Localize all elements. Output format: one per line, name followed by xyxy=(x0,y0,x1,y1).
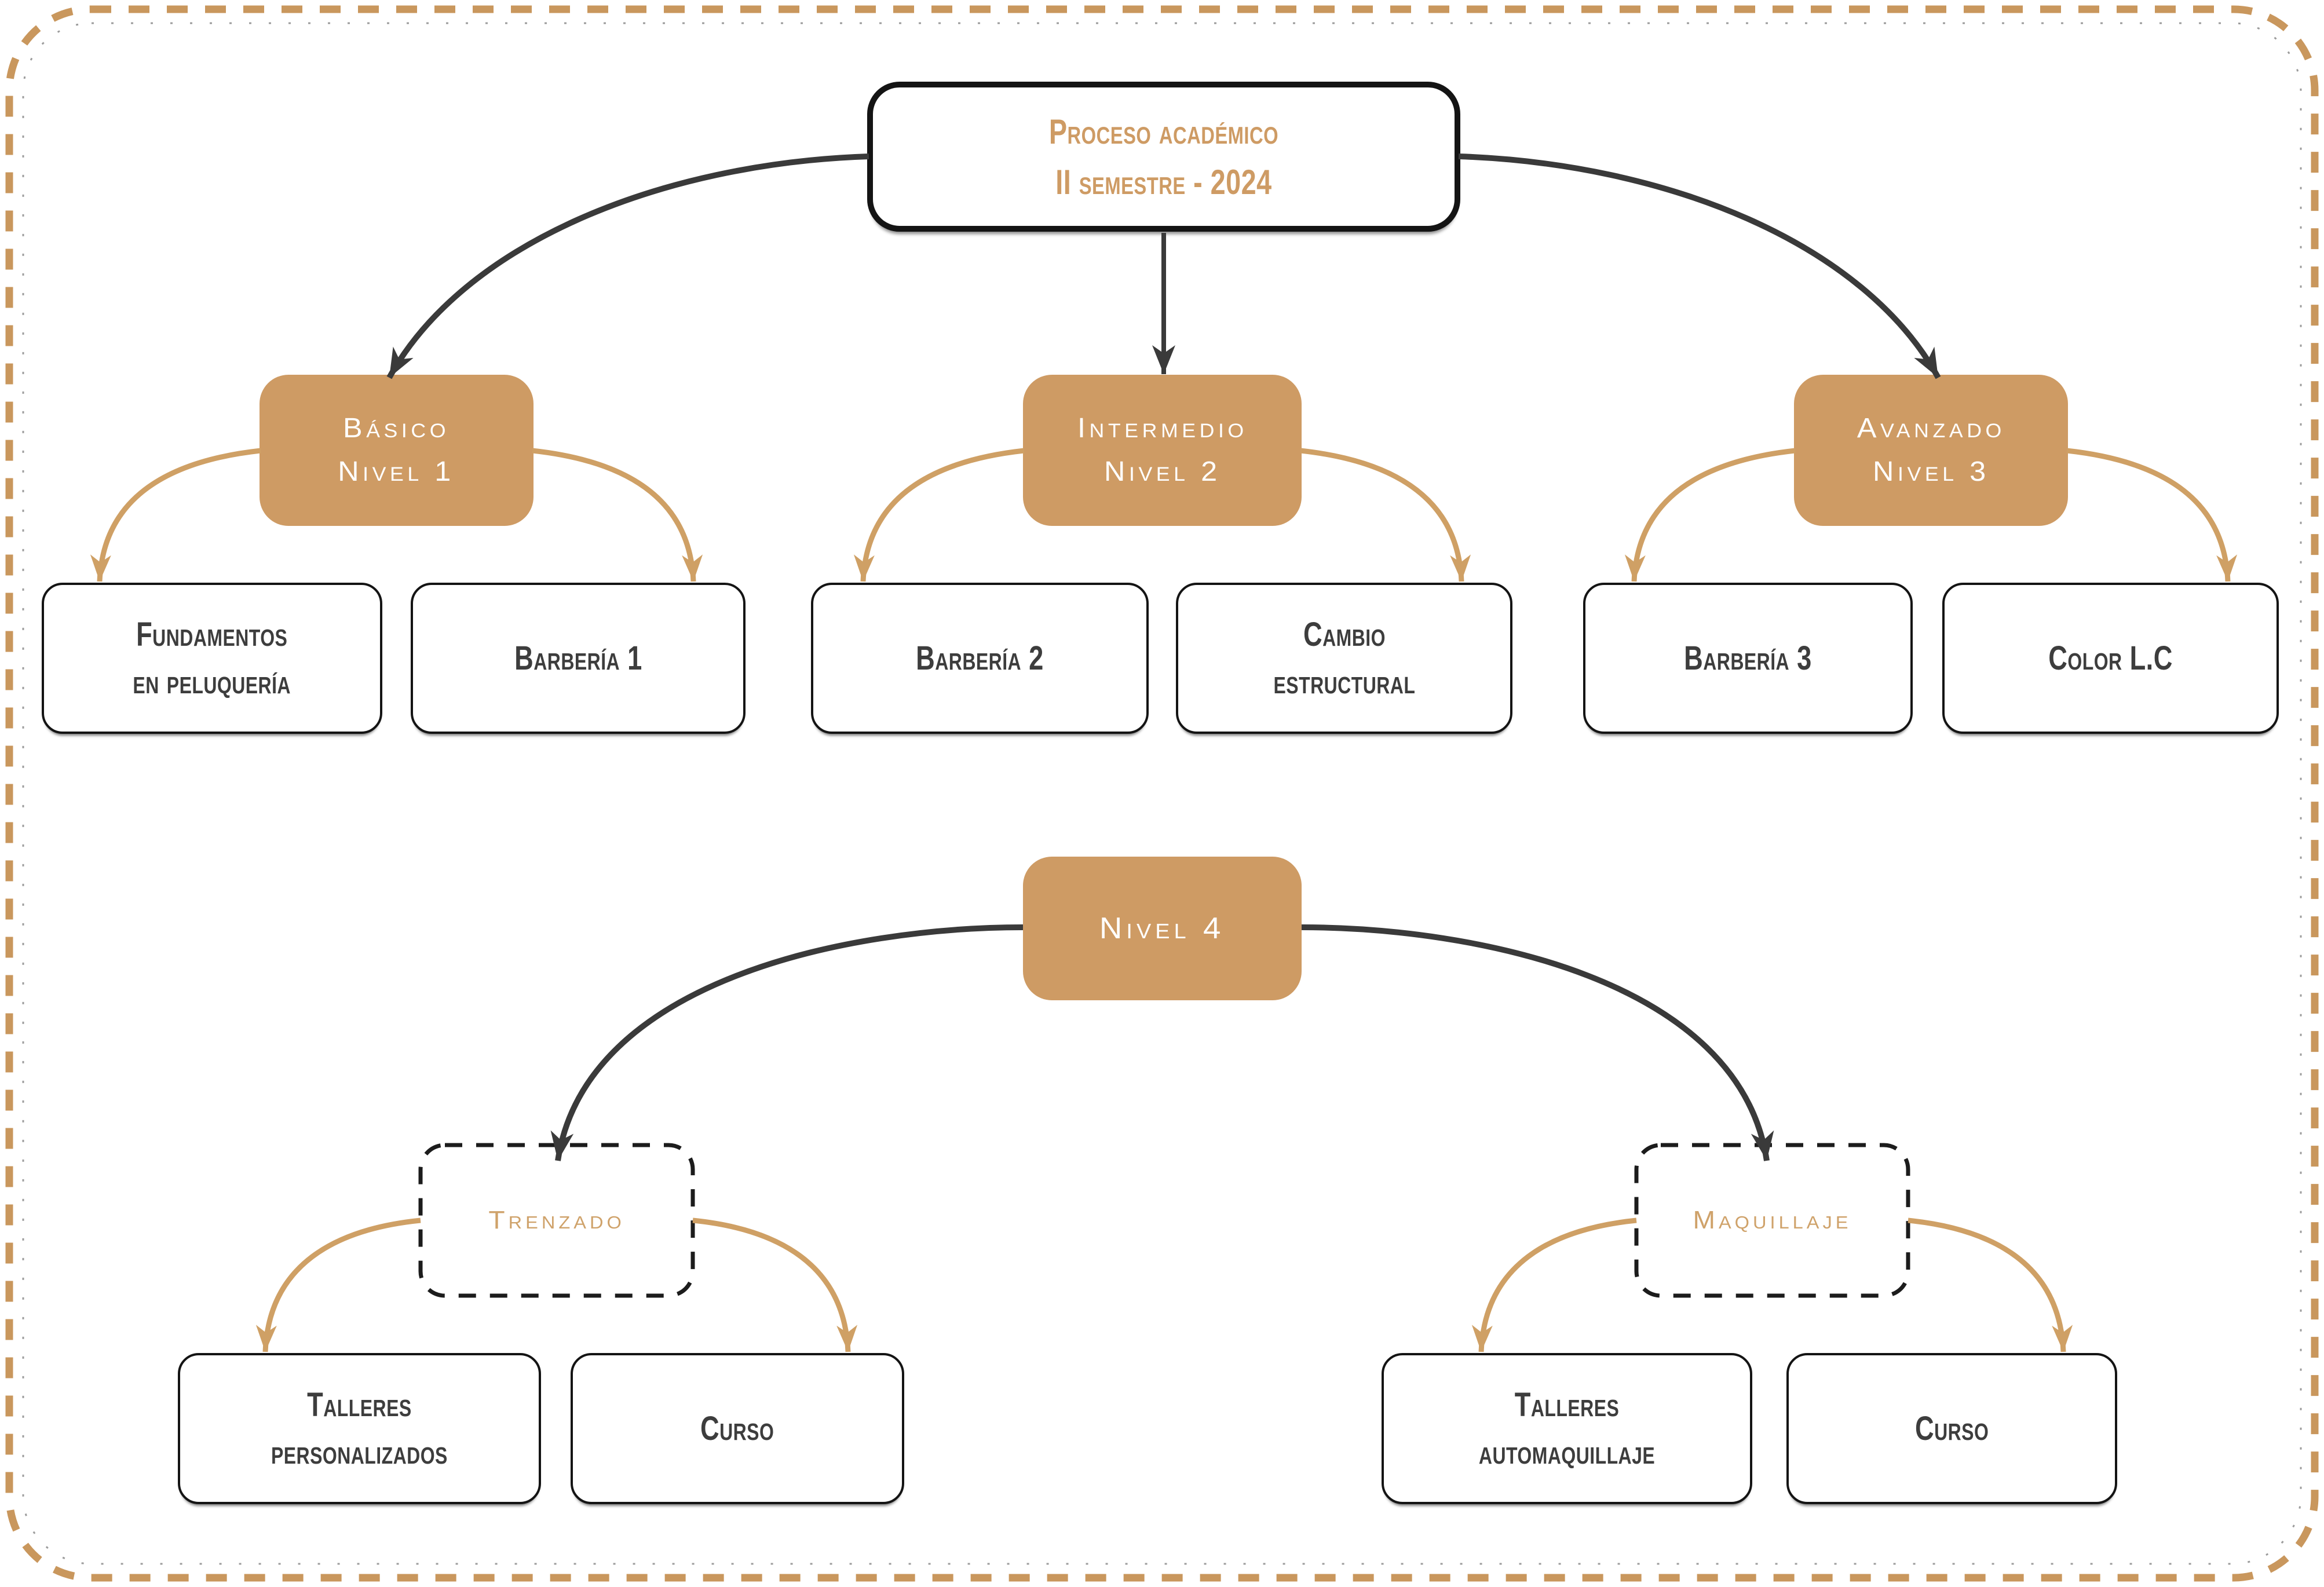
arrow-avanzado-to-barberia3 xyxy=(1624,448,1796,582)
node-nivel-4: Nivel 4 xyxy=(1023,857,1302,1000)
node-curso-trenzado: Curso xyxy=(571,1353,904,1504)
barberia3-label: Barbería 3 xyxy=(1684,639,1812,677)
node-color-lc: Color L.C xyxy=(1942,583,2279,734)
arrow-basico-to-barberia1 xyxy=(532,448,703,582)
node-barberia-2: Barbería 2 xyxy=(811,583,1149,734)
curso-trenzado-label: Curso xyxy=(700,1409,774,1447)
root-title-label: Proceso académico II semestre - 2024 xyxy=(1048,112,1279,202)
node-basico-nivel-1: Básico Nivel 1 xyxy=(260,375,534,526)
barberia1-label: Barbería 1 xyxy=(514,639,642,677)
arrow-maquillaje-to-talleres xyxy=(1471,1217,1637,1352)
node-cambio-estructural: Cambio estructural xyxy=(1176,583,1512,734)
node-trenzado: Trenzado xyxy=(419,1144,694,1297)
basico-label: Básico Nivel 1 xyxy=(338,413,455,487)
node-avanzado-nivel-3: Avanzado Nivel 3 xyxy=(1794,375,2068,526)
arrow-nivel4-to-maquillaje xyxy=(1301,924,1774,1161)
node-fundamentos-en-peluqueria: Fundamentos en peluquería xyxy=(42,583,382,734)
node-maquillaje: Maquillaje xyxy=(1635,1144,1909,1297)
trenzado-label: Trenzado xyxy=(488,1206,625,1235)
node-talleres-automaquillaje: Talleres automaquillaje xyxy=(1382,1353,1752,1504)
nivel4-label: Nivel 4 xyxy=(1099,911,1225,945)
arrow-maquillaje-to-curso xyxy=(1908,1217,2073,1352)
fundamentos-label: Fundamentos en peluquería xyxy=(133,616,291,701)
node-talleres-personalizados: Talleres personalizados xyxy=(178,1353,541,1504)
arrow-root-to-basico xyxy=(386,153,869,379)
page-border-dashed xyxy=(5,5,2319,1582)
arrow-trenzado-to-curso xyxy=(692,1217,858,1352)
node-barberia-1: Barbería 1 xyxy=(411,583,746,734)
talleres-automaquillaje-label: Talleres automaquillaje xyxy=(1478,1386,1656,1471)
curso-maquillaje-label: Curso xyxy=(1914,1409,1989,1447)
intermedio-label: Intermedio Nivel 2 xyxy=(1077,413,1248,487)
node-barberia-3: Barbería 3 xyxy=(1583,583,1913,734)
arrow-basico-to-fundamentos xyxy=(90,448,261,582)
page-border-dotted xyxy=(22,22,2302,1565)
arrow-intermedio-to-cambio xyxy=(1300,448,1471,582)
colorlc-label: Color L.C xyxy=(2048,639,2173,677)
arrow-trenzado-to-talleres xyxy=(255,1217,421,1352)
arrow-root-to-avanzado xyxy=(1458,153,1941,379)
barberia2-label: Barbería 2 xyxy=(916,639,1044,677)
avanzado-label: Avanzado Nivel 3 xyxy=(1857,413,2005,487)
arrow-avanzado-to-colorlc xyxy=(2066,448,2238,582)
maquillaje-label: Maquillaje xyxy=(1693,1206,1852,1235)
cambio-label: Cambio estructural xyxy=(1273,616,1415,701)
node-intermedio-nivel-2: Intermedio Nivel 2 xyxy=(1023,375,1302,526)
node-root-title: Proceso académico II semestre - 2024 xyxy=(867,82,1460,232)
arrow-intermedio-to-barberia2 xyxy=(853,448,1025,582)
node-curso-maquillaje: Curso xyxy=(1786,1353,2117,1504)
talleres-personalizados-label: Talleres personalizados xyxy=(271,1386,448,1471)
arrow-nivel4-to-trenzado xyxy=(550,924,1024,1161)
